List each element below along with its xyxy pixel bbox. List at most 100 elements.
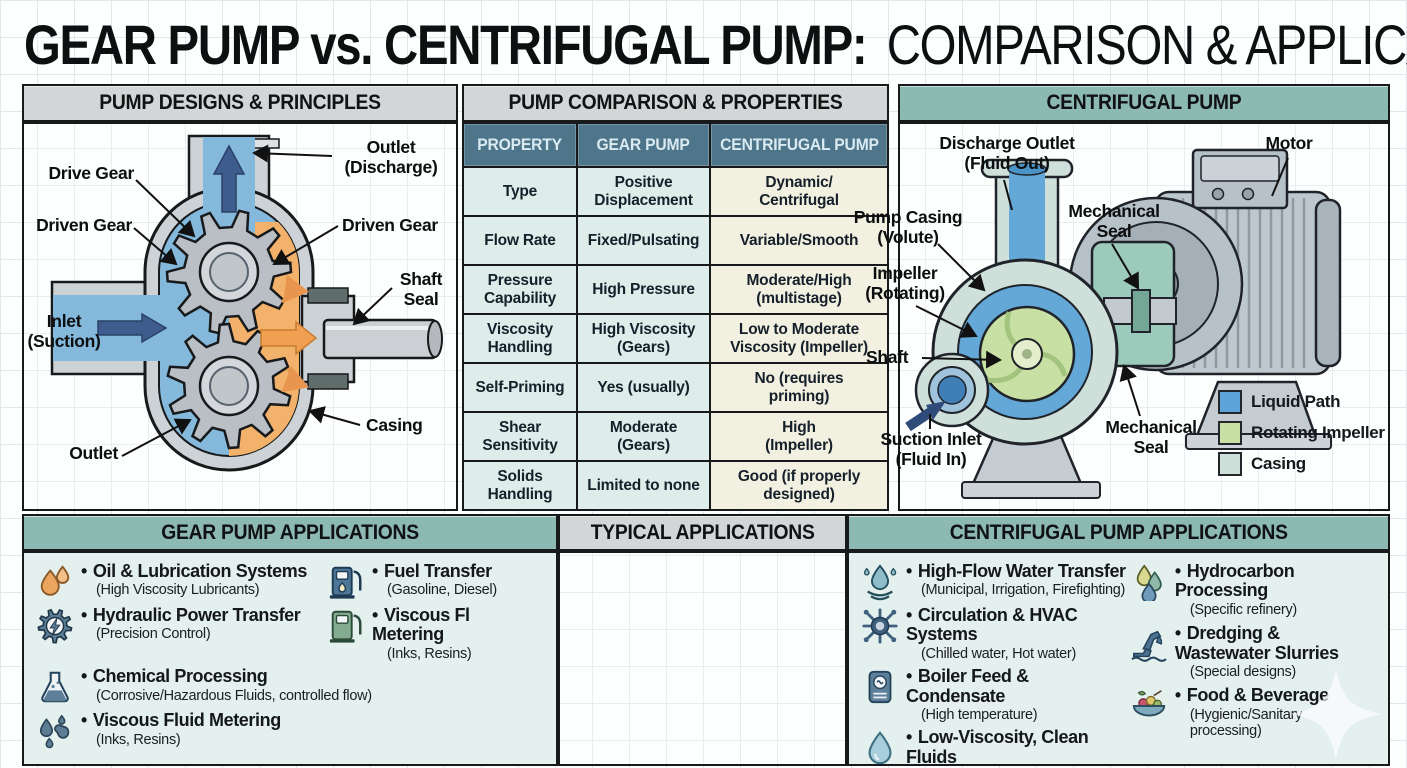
property-cell: Pressure Capability	[464, 266, 576, 313]
gear-applications-list: •Oil & Lubrication Systems(High Viscosit…	[36, 561, 546, 750]
centrifugal-applications-list-left: •High-Flow Water Transfer(Municipal, Irr…	[861, 561, 1130, 764]
application-title: •Hydrocarbon Processing	[1174, 561, 1295, 601]
bullet-marker: •	[81, 605, 87, 625]
gear-pump-cell: High Viscosity (Gears)	[578, 315, 709, 362]
centrifugal-pump-cell: Moderate/High (multistage)	[711, 266, 887, 313]
application-subtitle: (Inks, Resins)	[96, 731, 181, 748]
label-driven-gear-right: Driven Gear	[342, 215, 438, 235]
gear-pump-diagram	[50, 134, 443, 472]
flask-icon	[36, 668, 74, 706]
bullet-marker: •	[1174, 623, 1181, 644]
page-title: GEAR PUMP vs. CENTRIFUGAL PUMP: COMPARIS…	[24, 12, 1407, 78]
centrifugal-applications-panel: •High-Flow Water Transfer(Municipal, Irr…	[847, 551, 1390, 766]
application-subtitle: (Chilled water, Hot water)	[921, 645, 1076, 662]
application-title: •High-Flow Water Transfer	[906, 561, 1126, 581]
outlet-flow-arrow	[212, 144, 246, 213]
application-item: •Chemical Processing(Corrosive/Hazardous…	[36, 666, 546, 706]
application-title: •Low-Viscosity, Clean Fluids	[906, 727, 1089, 766]
shaft-seal-top-block	[307, 287, 349, 304]
centrifugal-pump-diagram-panel: Discharge Outlet (Fluid Out) Motor Mecha…	[854, 122, 1390, 511]
seal-collar	[1131, 289, 1151, 333]
section-header-designs: PUMP DESIGNS & PRINCIPLES	[22, 84, 458, 122]
label-outlet: Outlet	[69, 443, 118, 463]
property-cell: Solids Handling	[464, 462, 576, 509]
centrifugal-pump-cell: Good (if properly designed)	[711, 462, 887, 509]
label-outlet-discharge: Outlet (Discharge)	[344, 137, 438, 177]
application-item: •High-Flow Water Transfer(Municipal, Irr…	[861, 561, 1130, 601]
legend-label: Rotating Impeller	[1251, 423, 1385, 442]
viscous-drops-icon	[36, 712, 74, 750]
application-title: •Dredging & Wastewater Slurries	[1174, 623, 1339, 663]
two-drops-icon	[1130, 563, 1168, 601]
application-item: •Fuel Transfer(Gasoline, Diesel)	[327, 561, 546, 601]
section-header-centrifugal-apps: CENTRIFUGAL PUMP APPLICATIONS	[847, 514, 1390, 551]
fuel-pump-blue-icon	[327, 563, 365, 601]
centrifugal-pump-diagram	[905, 148, 1342, 499]
food-bowl-icon	[1130, 687, 1168, 725]
application-subtitle: (Inks, Resins)	[387, 645, 472, 662]
fuel-pump-green-icon	[327, 607, 365, 645]
gear-pump-diagram-panel: Drive Gear Driven Gear Outlet (Discharge…	[22, 122, 458, 511]
gear-applications-panel: •Oil & Lubrication Systems(High Viscosit…	[22, 551, 558, 766]
gear-pump-cell: Limited to none	[578, 462, 709, 509]
label-suction-inlet: Suction Inlet (Fluid In)	[880, 429, 982, 469]
gear-shaft	[322, 318, 438, 360]
legend-label: Casing	[1251, 454, 1306, 473]
bullet-marker: •	[906, 666, 912, 687]
legend-swatch	[1218, 390, 1242, 414]
property-cell: Viscosity Handling	[464, 315, 576, 362]
application-title: •Boiler Feed & Condensate	[906, 666, 1029, 706]
application-item: •Hydrocarbon Processing(Specific refiner…	[1130, 561, 1378, 618]
bullet-marker: •	[81, 710, 87, 731]
page-title-rest: COMPARISON & APPLICATIONS	[886, 13, 1407, 76]
property-cell: Shear Sensitivity	[464, 413, 576, 460]
bullet-marker: •	[1174, 561, 1181, 581]
centrifugal-pump-cell: Dynamic/ Centrifugal	[711, 168, 887, 215]
legend-row: Casing	[1218, 452, 1385, 476]
label-mechanical-seal-top: Mechanical Seal	[1068, 201, 1160, 241]
application-subtitle: (High temperature)	[921, 706, 1038, 723]
gear-pump-cell: Yes (usually)	[578, 364, 709, 411]
hvac-impeller-icon	[861, 607, 899, 645]
label-mechanical-seal-bottom: Mechanical Seal	[1105, 417, 1197, 457]
suction-flow-arrow	[905, 406, 935, 432]
section-header-centrifugal: CENTRIFUGAL PUMP	[898, 84, 1390, 122]
application-subtitle: (Gasoline, Diesel)	[387, 582, 497, 599]
application-title: •Fuel Transfer	[372, 561, 492, 581]
application-item: •Viscous Fl Metering(Inks, Resins)	[327, 605, 546, 662]
application-subtitle: (Specific refinery)	[1189, 601, 1297, 618]
table-header-property: PROPERTY	[464, 124, 576, 166]
bullet-marker: •	[81, 666, 87, 687]
legend-swatch	[1218, 452, 1242, 476]
section-header-comparison: PUMP COMPARISON & PROPERTIES	[462, 84, 889, 122]
table-header-gear-pump: GEAR PUMP	[578, 124, 709, 166]
bullet-marker: •	[81, 561, 87, 581]
property-cell: Type	[464, 168, 576, 215]
label-impeller: Impeller (Rotating)	[865, 263, 945, 303]
application-subtitle: (Corrosive/Hazardous Fluids, controlled …	[96, 687, 372, 704]
bullet-marker: •	[372, 561, 378, 581]
table-header-centrifugal-pump: CENTRIFUGAL PUMP	[711, 124, 887, 166]
application-title: •Viscous Fl Metering	[372, 605, 470, 645]
application-item: •Dredging & Wastewater Slurries(Special …	[1130, 623, 1378, 680]
legend-swatch	[1218, 421, 1242, 445]
label-casing: Casing	[366, 415, 423, 435]
gear-pump-cell: Fixed/Pulsating	[578, 217, 709, 264]
bullet-marker: •	[372, 605, 378, 625]
bullet-marker: •	[1174, 685, 1181, 706]
application-title: •Oil & Lubrication Systems	[81, 561, 307, 581]
legend-row: Rotating Impeller	[1218, 421, 1385, 445]
application-title: •Chemical Processing	[81, 666, 268, 687]
bullet-marker: •	[906, 605, 912, 625]
legend-row: Liquid Path	[1218, 390, 1385, 414]
application-item: •Oil & Lubrication Systems(High Viscosit…	[36, 561, 325, 601]
outflow-orange-arrow	[260, 320, 318, 356]
inlet-flow-arrow	[97, 312, 168, 344]
label-inlet-suction: Inlet (Suction)	[27, 311, 101, 351]
application-subtitle: (High Viscosity Lubricants)	[96, 582, 260, 599]
application-item: •Viscous Fluid Metering(Inks, Resins)	[36, 710, 546, 750]
application-title: •Circulation & HVAC Systems	[906, 605, 1078, 645]
label-pump-casing: Pump Casing (Volute)	[853, 207, 963, 247]
application-subtitle: (Municipal, Irrigation, Firefighting)	[921, 582, 1126, 599]
application-item: •Low-Viscosity, Clean Fluids(Standard tr…	[861, 727, 1130, 766]
